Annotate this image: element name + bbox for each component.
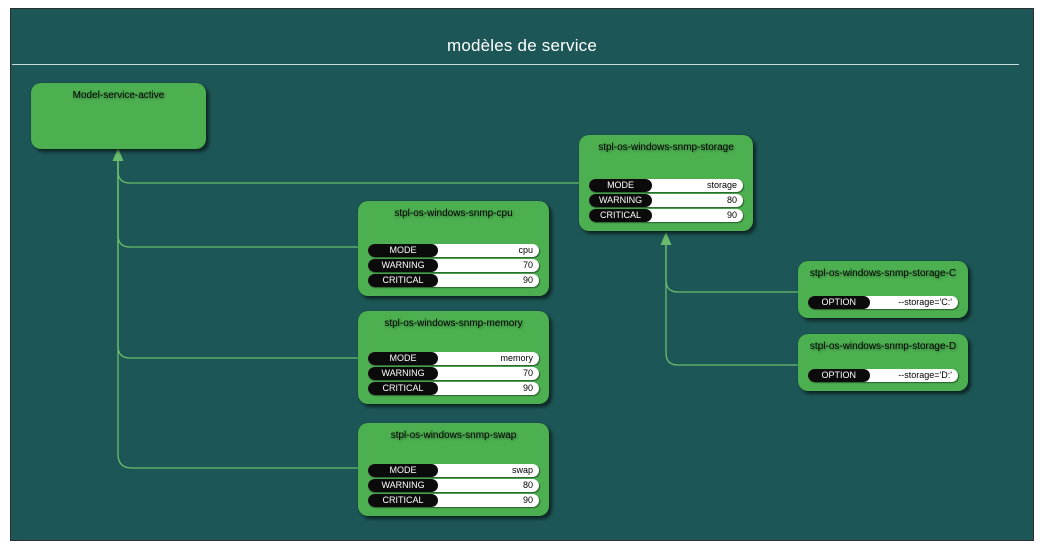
property-value: 70 xyxy=(522,260,533,270)
connector-lines xyxy=(112,148,798,469)
node-title: stpl-os-windows-snmp-storage xyxy=(598,142,734,153)
property-row-critical: CRITICAL 90 xyxy=(368,494,539,507)
property-key: MODE xyxy=(589,179,653,192)
property-value: --storage='C:' xyxy=(898,297,952,307)
diagram-panel: modèles de service Model-service-active … xyxy=(10,8,1034,541)
node-title: stpl-os-windows-snmp-cpu xyxy=(394,208,513,219)
edge-cpu-to-model xyxy=(117,161,358,248)
node-stpl-os-windows-snmp-storage-D[interactable]: stpl-os-windows-snmp-storage-D OPTION --… xyxy=(798,334,968,391)
property-key: CRITICAL xyxy=(368,494,439,507)
property-row-warning: WARNING 70 xyxy=(368,367,539,380)
node-title: stpl-os-windows-snmp-swap xyxy=(390,430,517,441)
property-row-mode: MODE swap xyxy=(368,464,539,477)
property-row-critical: CRITICAL 90 xyxy=(589,209,743,222)
edge-storagec-to-storage xyxy=(665,245,798,293)
arrowhead-to-storage xyxy=(660,232,672,245)
property-value: 80 xyxy=(726,195,737,205)
property-value: swap xyxy=(511,465,533,475)
property-value: cpu xyxy=(518,245,533,255)
node-title: stpl-os-windows-snmp-storage-D xyxy=(809,341,957,352)
edge-storaged-to-storage xyxy=(665,245,798,366)
title-divider xyxy=(12,64,1019,65)
property-row-critical: CRITICAL 90 xyxy=(368,274,539,287)
property-row-warning: WARNING 80 xyxy=(589,194,743,207)
property-key: WARNING xyxy=(368,259,439,272)
property-key: MODE xyxy=(368,244,439,257)
property-row-warning: WARNING 80 xyxy=(368,479,539,492)
property-rows: OPTION --storage='D:' xyxy=(798,367,968,391)
property-rows: MODE storage WARNING 80 CRITICAL 90 xyxy=(579,177,753,231)
property-rows: OPTION --storage='C:' xyxy=(798,294,968,318)
node-model-service-active[interactable]: Model-service-active xyxy=(31,83,206,149)
node-stpl-os-windows-snmp-storage-C[interactable]: stpl-os-windows-snmp-storage-C OPTION --… xyxy=(798,261,968,318)
property-key: CRITICAL xyxy=(368,382,439,395)
property-key: OPTION xyxy=(808,296,870,309)
node-stpl-os-windows-snmp-storage[interactable]: stpl-os-windows-snmp-storage MODE storag… xyxy=(579,135,753,231)
property-key: WARNING xyxy=(368,479,439,492)
property-row-option: OPTION --storage='D:' xyxy=(808,369,958,382)
property-value: 90 xyxy=(522,383,533,393)
property-key: CRITICAL xyxy=(368,274,439,287)
property-value: 70 xyxy=(522,368,533,378)
property-value: 90 xyxy=(726,210,737,220)
node-stpl-os-windows-snmp-cpu[interactable]: stpl-os-windows-snmp-cpu MODE cpu WARNIN… xyxy=(358,201,549,296)
node-stpl-os-windows-snmp-swap[interactable]: stpl-os-windows-snmp-swap MODE swap WARN… xyxy=(358,423,549,516)
property-value: storage xyxy=(706,180,737,190)
edge-storage-to-model xyxy=(117,161,579,184)
property-value: 90 xyxy=(522,495,533,505)
property-value: memory xyxy=(500,353,533,363)
property-row-mode: MODE cpu xyxy=(368,244,539,257)
property-value: 80 xyxy=(522,480,533,490)
node-title: Model-service-active xyxy=(72,90,165,101)
arrowhead-to-model xyxy=(112,148,124,161)
edge-memory-to-model xyxy=(117,161,358,359)
property-row-warning: WARNING 70 xyxy=(368,259,539,272)
node-title: stpl-os-windows-snmp-memory xyxy=(384,318,523,329)
property-key: MODE xyxy=(368,352,439,365)
property-row-mode: MODE storage xyxy=(589,179,743,192)
property-rows: MODE cpu WARNING 70 CRITICAL 90 xyxy=(358,242,549,296)
property-key: WARNING xyxy=(589,194,653,207)
edge-swap-to-model xyxy=(117,161,358,469)
page-title: modèles de service xyxy=(446,36,598,55)
property-key: MODE xyxy=(368,464,439,477)
property-key: CRITICAL xyxy=(589,209,653,222)
property-row-mode: MODE memory xyxy=(368,352,539,365)
property-rows: MODE swap WARNING 80 CRITICAL 90 xyxy=(358,462,549,516)
property-value: --storage='D:' xyxy=(898,370,952,380)
node-stpl-os-windows-snmp-memory[interactable]: stpl-os-windows-snmp-memory MODE memory … xyxy=(358,311,549,404)
property-key: WARNING xyxy=(368,367,439,380)
property-rows: MODE memory WARNING 70 CRITICAL 90 xyxy=(358,350,549,404)
property-value: 90 xyxy=(522,275,533,285)
property-row-option: OPTION --storage='C:' xyxy=(808,296,958,309)
node-title: stpl-os-windows-snmp-storage-C xyxy=(809,268,957,279)
property-row-critical: CRITICAL 90 xyxy=(368,382,539,395)
property-key: OPTION xyxy=(808,369,870,382)
